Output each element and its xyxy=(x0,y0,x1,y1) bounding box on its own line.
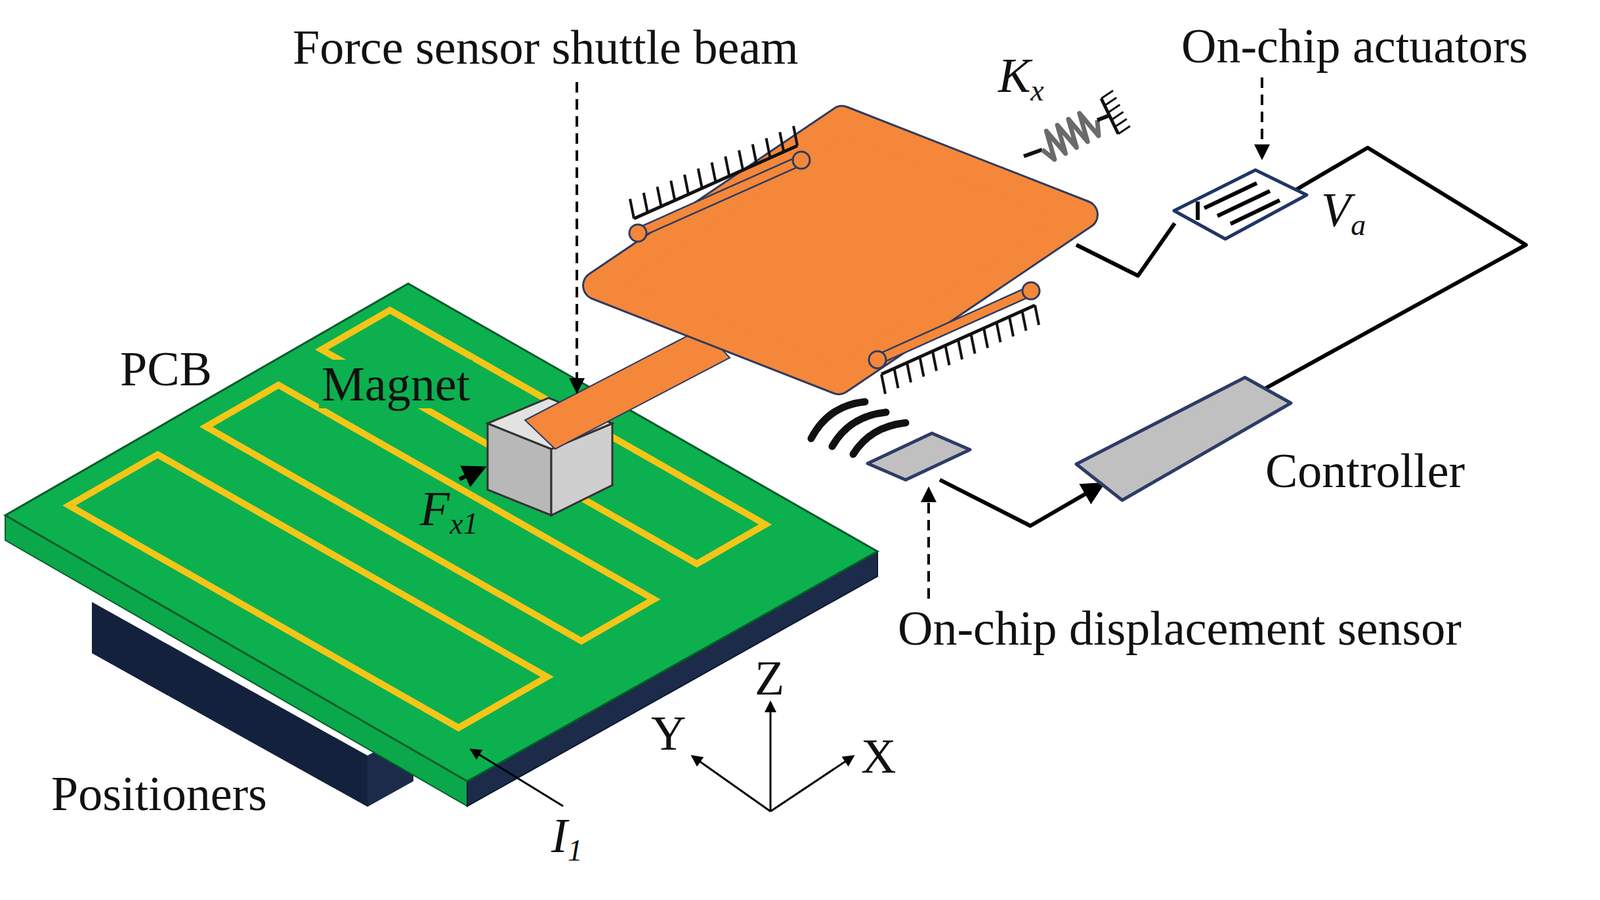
flexure-hinge xyxy=(792,151,810,169)
part-label: Positioners xyxy=(51,769,268,818)
force-arrow xyxy=(459,467,484,480)
axis xyxy=(769,702,772,812)
anchor-hatch xyxy=(1115,118,1127,127)
node-label: Controller xyxy=(1265,446,1465,495)
displacement-sensor-outline xyxy=(866,431,972,482)
actuator-box-outline xyxy=(1171,167,1310,242)
node-label: On-chip displacement sensor xyxy=(897,603,1462,653)
anchor-hatch xyxy=(958,339,963,360)
comb-finger xyxy=(1230,200,1280,224)
axis xyxy=(770,756,854,812)
anchor-hatch xyxy=(698,168,703,189)
anchor-line xyxy=(633,145,798,219)
flexure-beam xyxy=(637,160,802,233)
flexure-beam xyxy=(877,290,1032,360)
shuttle-beam xyxy=(525,328,730,449)
spring-lead xyxy=(1023,149,1043,157)
anchor-hatch xyxy=(738,150,743,170)
shuttle-plate xyxy=(597,120,1084,380)
anchor-hatch xyxy=(996,322,1001,342)
leader-line xyxy=(1260,77,1264,158)
anchor-hatch xyxy=(932,351,937,371)
flexure-hinge xyxy=(1022,282,1040,300)
axis-label: X xyxy=(861,731,896,781)
force-symbol: Fx1 xyxy=(420,484,479,539)
anchor-hatch xyxy=(906,362,911,383)
anchor-hatch xyxy=(971,334,976,354)
part-label: Force sensor shuttle beam xyxy=(292,22,799,72)
anchor-hatch xyxy=(725,156,730,176)
flexure-beam xyxy=(877,290,1032,360)
axis-label: Y xyxy=(651,708,686,758)
part-label: PCB xyxy=(120,344,212,394)
current-symbol: I1 xyxy=(551,811,583,866)
controller-box-outline xyxy=(1076,377,1291,501)
anchor-hatch xyxy=(1107,105,1120,113)
spring-constant: Kx xyxy=(998,51,1045,106)
leader-line xyxy=(471,749,564,806)
anchor-hatch xyxy=(712,162,716,183)
anchor-hatch xyxy=(1118,126,1131,134)
node-label: Va xyxy=(1321,185,1366,241)
anchor-hatch xyxy=(983,328,988,348)
anchor-hatch xyxy=(793,126,798,146)
spring-coil xyxy=(1042,113,1099,160)
leader-line xyxy=(927,488,930,599)
anchor-hatch xyxy=(657,187,662,207)
part-label: Magnet xyxy=(318,359,473,409)
signal-wire xyxy=(1265,147,1526,389)
spring-lead xyxy=(1097,115,1110,121)
anchor-hatch xyxy=(630,198,634,219)
anchor-hatch xyxy=(920,357,925,377)
flexure-hinge xyxy=(868,351,886,369)
trace-loop xyxy=(321,310,766,564)
leader-line xyxy=(575,82,579,392)
comb-finger xyxy=(1217,190,1270,216)
anchor-hatch xyxy=(779,131,784,152)
actuator-box: On-chip actuatorsVa xyxy=(1171,167,1310,242)
anchor-hatch xyxy=(1034,305,1039,325)
axis xyxy=(692,756,771,812)
anchor-hatch xyxy=(1009,316,1014,337)
comb-finger xyxy=(1195,201,1200,220)
anchor-hatch xyxy=(752,144,757,165)
anchor-hatch xyxy=(894,368,899,388)
trace-loop xyxy=(68,454,548,728)
displacement-sensor: On-chip displacement sensor xyxy=(866,431,972,482)
flexure-anchors xyxy=(629,126,1040,394)
anchor-hatch xyxy=(1104,97,1117,106)
displacement-sensor-outline xyxy=(867,433,970,480)
pcb-traces xyxy=(68,310,766,728)
anchor-line xyxy=(881,305,1035,375)
axis-label: Z xyxy=(754,653,785,703)
comb-finger xyxy=(1204,183,1257,209)
signal-wire xyxy=(939,479,1102,526)
controller-box-outline xyxy=(1076,377,1291,501)
node-label: On-chip actuators xyxy=(1181,21,1528,71)
controller-box: Controller xyxy=(1076,377,1291,501)
anchor-hatch xyxy=(643,192,648,213)
anchor-hatch xyxy=(945,345,950,365)
anchor-hatch xyxy=(1111,111,1124,120)
actuator-box-outline xyxy=(1174,169,1307,239)
wire xyxy=(1076,223,1175,276)
anchor-hatch xyxy=(766,138,771,159)
anchor-hatch xyxy=(1022,311,1027,331)
anchor-hatch xyxy=(881,374,886,394)
shuttle-plate xyxy=(597,120,1084,380)
flexure-hinge xyxy=(629,224,647,242)
anchor-hatch xyxy=(670,180,675,201)
anchor-hatch xyxy=(1101,90,1114,99)
anchor-hatch xyxy=(684,174,689,195)
flexure-beam xyxy=(637,160,802,233)
